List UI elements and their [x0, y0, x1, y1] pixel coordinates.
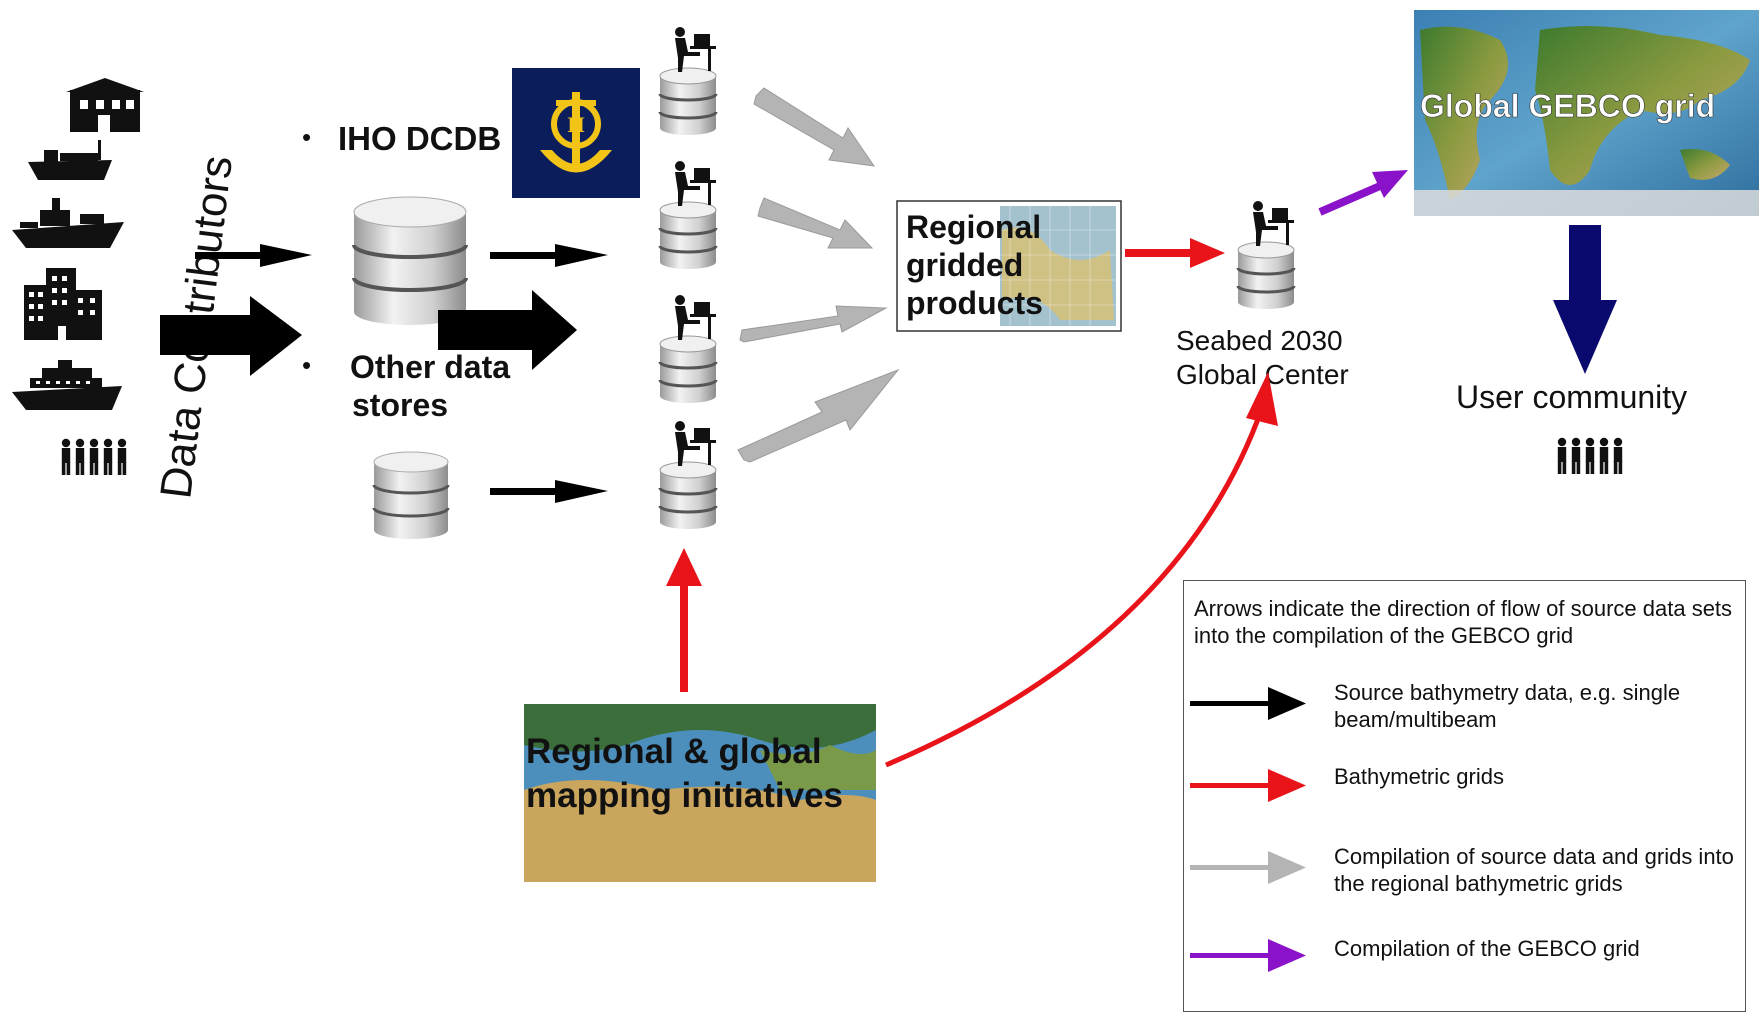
black-arrows — [160, 244, 608, 503]
svg-text:H: H — [567, 112, 584, 137]
user-community-people-icon — [1557, 437, 1623, 474]
gray-arrows — [737, 87, 900, 463]
legend-label-source-bathymetry: Source bathymetry data, e.g. single beam… — [1334, 680, 1681, 732]
workstation-database-4 — [658, 421, 718, 529]
red-arrow-up — [666, 548, 702, 692]
black-arrow-small-3 — [490, 480, 608, 503]
user-community-label: User community — [1456, 379, 1687, 415]
legend: Arrows indicate the direction of flow of… — [1183, 580, 1746, 1012]
workstation-database-center — [1236, 201, 1296, 309]
legend-label-compilation-regional: Compilation of source data and grids int… — [1334, 844, 1734, 896]
regional-gridded-products-box — [896, 200, 1122, 332]
people-group-icon — [61, 438, 127, 475]
black-arrow-big-2 — [438, 290, 577, 370]
cruise-ship-icon — [12, 360, 122, 410]
warship-icon — [12, 198, 124, 248]
navy-down-arrow — [1553, 225, 1617, 374]
black-arrow-big-1 — [160, 296, 302, 376]
legend-red-arrow-icon — [1190, 769, 1306, 802]
gray-arrow-4 — [737, 368, 900, 463]
iho-dcdb-database — [352, 196, 468, 325]
legend-label-bathymetric-grids: Bathymetric grids — [1334, 764, 1504, 789]
red-arrow-to-center — [1125, 238, 1225, 268]
office-buildings-icon — [24, 268, 102, 340]
legend-intro: Arrows indicate the direction of flow of… — [1194, 596, 1733, 648]
gray-arrow-3 — [739, 305, 888, 343]
iho-logo: H — [512, 68, 640, 198]
black-arrow-small-1 — [195, 244, 312, 267]
cargo-ship-icon — [28, 140, 112, 180]
global-gebco-grid-map — [1414, 10, 1759, 216]
workstation-database-3 — [658, 295, 718, 403]
bullet-iho: • — [302, 122, 311, 152]
workstation-database-1 — [658, 27, 718, 135]
bullet-other: • — [302, 350, 311, 380]
red-curve-arrow — [885, 372, 1278, 768]
black-arrow-small-2 — [490, 244, 608, 267]
global-gebco-grid-label: Global GEBCO grid — [1420, 88, 1715, 124]
gray-arrow-2 — [757, 197, 874, 249]
legend-gray-arrow-icon — [1190, 851, 1306, 884]
workstation-database-2 — [658, 161, 718, 269]
purple-arrow — [1318, 170, 1408, 216]
legend-purple-arrow-icon — [1190, 939, 1306, 972]
house-icon — [66, 78, 144, 132]
iho-dcdb-label: IHO DCDB — [338, 120, 501, 157]
other-data-store-database — [372, 451, 450, 539]
legend-black-arrow-icon — [1190, 687, 1306, 720]
mapping-initiatives-map — [524, 704, 876, 882]
gray-arrow-1 — [753, 87, 876, 167]
legend-label-compilation-gebco: Compilation of the GEBCO grid — [1334, 936, 1640, 961]
